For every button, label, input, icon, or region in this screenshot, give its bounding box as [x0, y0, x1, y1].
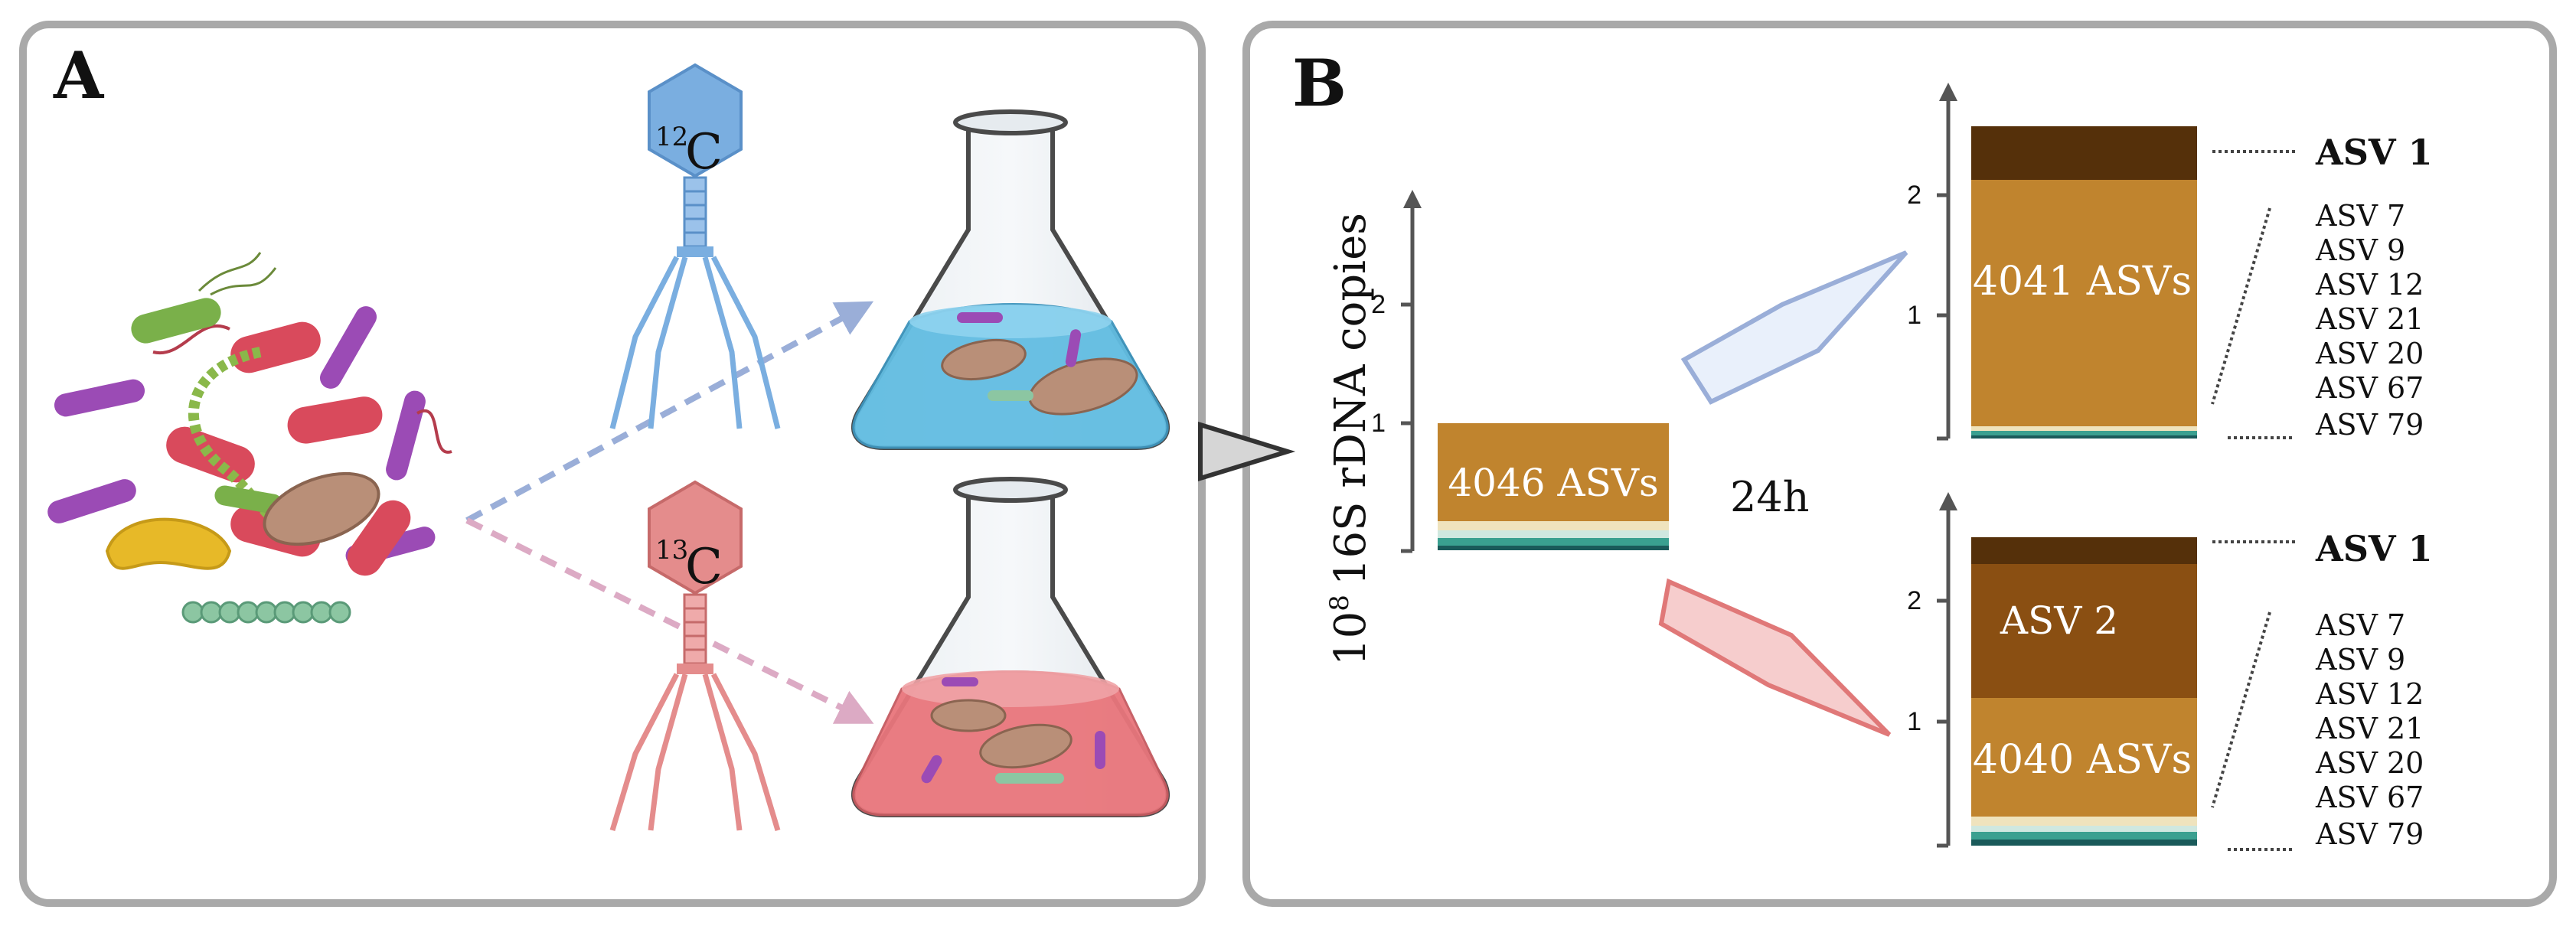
- y-axis-title: 10816S rDNA copies: [1324, 213, 1376, 666]
- top-bar-asv1-segment: [1971, 126, 2197, 180]
- top-asv-list: ASV 7 ASV 9 ASV 12 ASV 21 ASV 20 ASV 67 …: [2315, 199, 2424, 442]
- top-tick-2: 2: [1907, 181, 1921, 210]
- arrow-to-top-bar: [1680, 250, 1908, 405]
- arrow-to-bottom-bar: [1658, 578, 1892, 737]
- bottom-asv-item: ASV 12: [2315, 677, 2424, 711]
- top-bar-dark-teal: [1971, 435, 2197, 439]
- bottom-bar-asv2-label: ASV 2: [2000, 598, 2118, 643]
- top-asv-item: ASV 20: [2315, 337, 2424, 370]
- initial-bar-light-teal: [1438, 530, 1669, 538]
- top-bar-cream: [1971, 426, 2197, 431]
- bottom-asv-item: ASV 7: [2315, 608, 2405, 642]
- top-asv1-label: ASV 1: [2315, 132, 2433, 173]
- top-asv-item: ASV 21: [2315, 302, 2424, 336]
- initial-bar-dark-teal: [1438, 546, 1669, 550]
- bottom-bar-asv1-segment: [1971, 537, 2197, 564]
- initial-bar-main: [1438, 423, 1669, 521]
- bottom-bar-teal: [1971, 832, 2197, 840]
- bottom-bar-cream: [1971, 817, 2197, 826]
- phage-12c-icon: 12 C: [609, 63, 781, 429]
- top-bar-chart: 2 1 4041 ASVs ASV 1 ASV 7 ASV 9 ASV 12 A…: [1907, 83, 2433, 442]
- top-asv-item: ASV 79: [2315, 408, 2424, 442]
- bottom-tick-1: 1: [1907, 707, 1921, 736]
- top-bar-label: 4041 ASVs: [1973, 259, 2192, 305]
- arrow-to-12c-flask: [465, 301, 874, 523]
- panel-a: A: [19, 21, 1206, 907]
- initial-bar-label: 4046 ASVs: [1448, 461, 1658, 505]
- initial-bar-cream: [1438, 521, 1669, 530]
- bottom-bar-label: 4040 ASVs: [1973, 737, 2192, 783]
- bacteria-cluster-illustration: [47, 252, 452, 624]
- bottom-bar-rest-segment: [1971, 698, 2197, 817]
- phage-13c-icon: 13 C: [609, 480, 781, 832]
- arrow-to-13c-flask: [465, 517, 874, 724]
- phage-13c-superscript: 13: [655, 535, 688, 566]
- top-asv-item: ASV 7: [2315, 199, 2405, 233]
- time-label: 24h: [1730, 473, 1810, 521]
- bottom-bar-asv2-segment: [1971, 564, 2197, 698]
- panel-connector-arrow: [1198, 421, 1296, 482]
- top-bar-rest-segment: [1971, 180, 2197, 426]
- bottom-asv-item: ASV 67: [2315, 781, 2424, 814]
- bottom-bar-light-teal: [1971, 826, 2197, 832]
- phage-13c-letter: C: [685, 539, 723, 595]
- bottom-asv-item: ASV 20: [2315, 746, 2424, 780]
- bottom-asv-item: ASV 9: [2315, 643, 2405, 677]
- phage-12c-superscript: 12: [655, 122, 688, 152]
- panel-a-label: A: [53, 37, 105, 113]
- flask-13c: [851, 477, 1170, 817]
- bottom-tick-2: 2: [1907, 586, 1921, 615]
- initial-tick-2: 2: [1371, 290, 1386, 319]
- top-bar-teal: [1971, 431, 2197, 435]
- bottom-asv-list: ASV 7 ASV 9 ASV 12 ASV 21 ASV 20 ASV 67 …: [2315, 608, 2424, 851]
- top-tick-1: 1: [1907, 301, 1921, 330]
- bottom-asv1-label: ASV 1: [2315, 528, 2433, 569]
- panel-b: B 10816S rDNA copies 24h 2 1 4046 ASV: [1198, 21, 2557, 907]
- bottom-asv-item: ASV 21: [2315, 712, 2424, 745]
- top-asv-item: ASV 9: [2315, 233, 2405, 267]
- top-asv-item: ASV 67: [2315, 371, 2424, 405]
- initial-bar-chart: 2 1 4046 ASVs: [1371, 190, 1669, 553]
- initial-tick-1: 1: [1371, 409, 1386, 438]
- bottom-bar-dark-teal: [1971, 840, 2197, 846]
- bottom-bar-chart: 2 1 ASV 2 4040 ASVs ASV 1 ASV 7 ASV 9 AS…: [1907, 492, 2433, 851]
- top-asv-item: ASV 12: [2315, 268, 2424, 302]
- flask-12c: [851, 109, 1170, 450]
- phage-12c-letter: C: [685, 124, 723, 181]
- bottom-asv-item: ASV 79: [2315, 817, 2424, 851]
- initial-bar-teal: [1438, 538, 1669, 546]
- panel-b-label: B: [1292, 45, 1347, 121]
